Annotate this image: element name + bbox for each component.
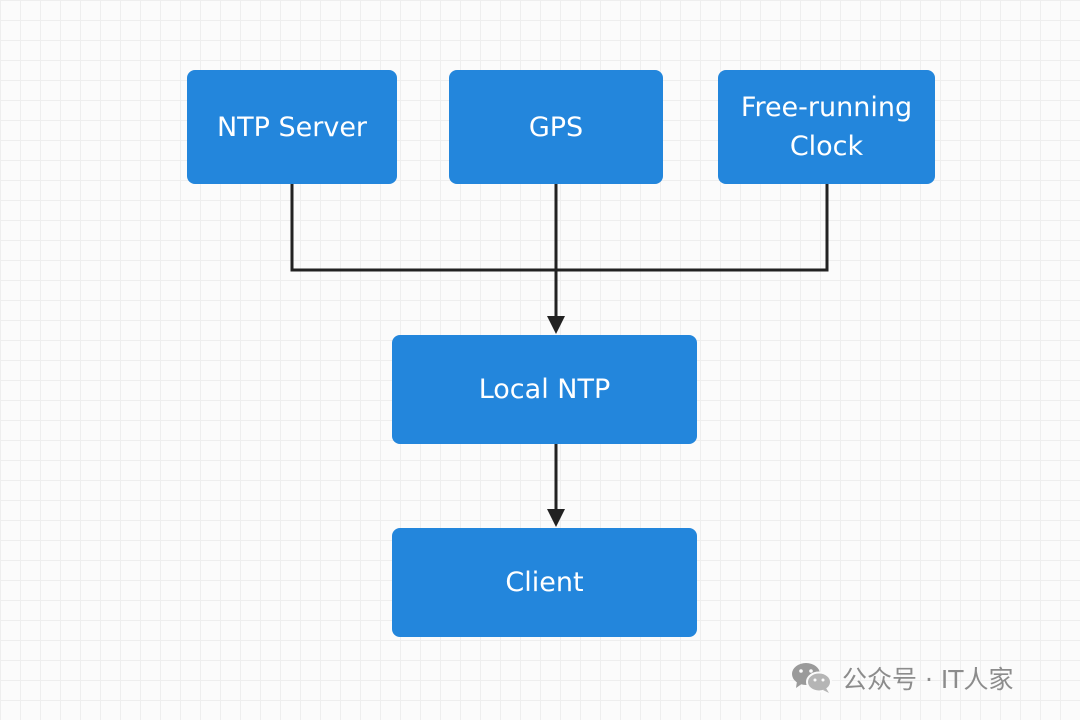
watermark: 公众号 · IT人家 — [790, 658, 1014, 698]
wechat-icon — [792, 663, 832, 693]
node-label: NTP Server — [216, 111, 368, 143]
node-label: Free-running Clock — [740, 92, 913, 162]
node-free-running-clock: Free-running Clock — [718, 70, 935, 184]
node-label: GPS — [528, 111, 584, 143]
node-ntp-server: NTP Server — [187, 70, 397, 184]
arrowhead-to-local-ntp — [547, 316, 565, 334]
watermark-text: 公众号 · IT人家 — [842, 665, 1014, 694]
arrowhead-to-client — [547, 509, 565, 527]
node-local-ntp: Local NTP — [392, 335, 697, 444]
node-label: Client — [505, 567, 584, 598]
node-gps: GPS — [449, 70, 663, 184]
node-client: Client — [392, 528, 697, 637]
connector-free-running-clock — [556, 184, 829, 272]
node-label: Local NTP — [478, 374, 611, 405]
connector-ntp-server — [290, 184, 556, 272]
